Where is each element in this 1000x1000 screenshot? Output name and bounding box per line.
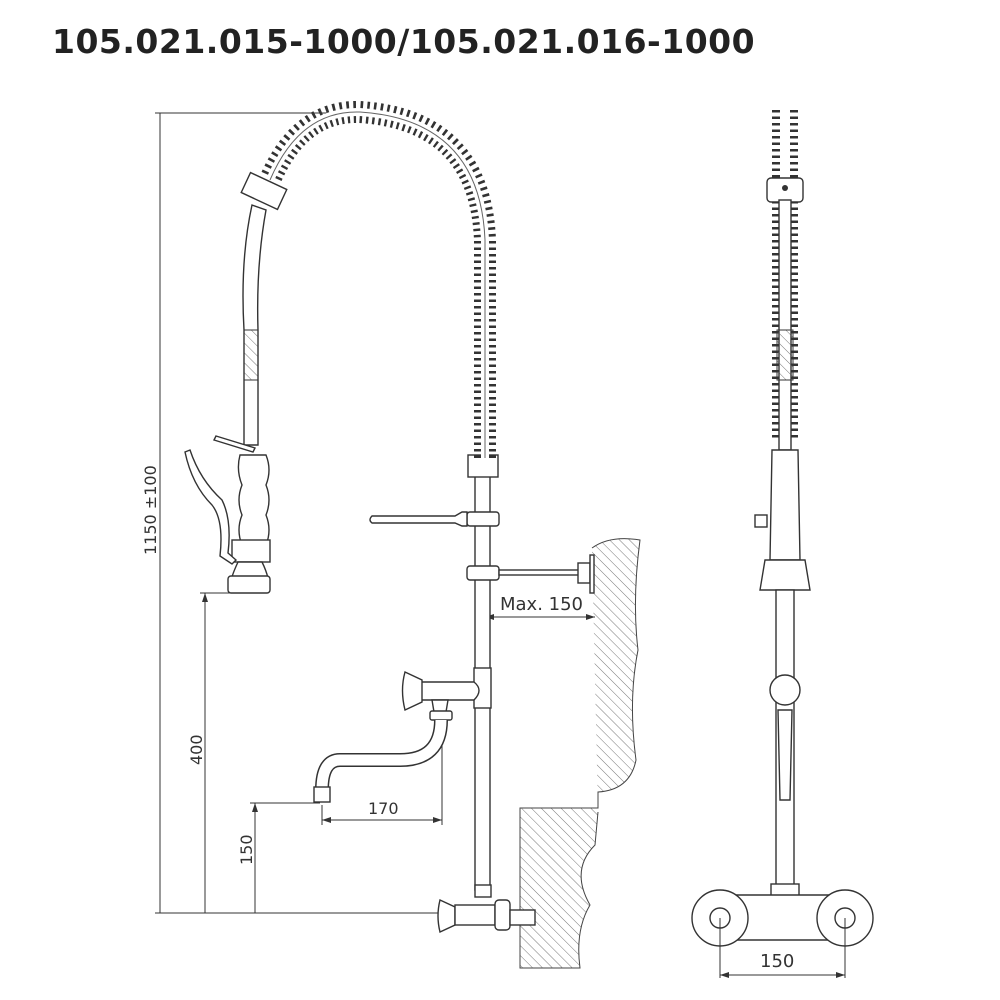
side-spout [777,709,793,801]
side-spray-grip [769,449,801,561]
spring-coil [259,100,496,458]
aerator [313,786,331,803]
label-inlet-spacing: 150 [760,951,794,972]
label-spout-height: 150 [237,834,256,865]
lock-clip [213,435,256,453]
spray-valve-body [231,539,271,563]
dimension-spout-reach: 170 [321,740,443,825]
spray-grip [237,454,270,546]
label-spout-reach: 170 [368,799,399,818]
dimension-spray-height: 400 [187,592,240,913]
tap-body [419,681,480,701]
dimension-wall-distance: Max. 150 [485,594,595,620]
dimension-total-height: 1150 ±100 [141,112,445,914]
spring-head [240,171,288,211]
wall-section [519,538,641,969]
spray-nozzle [227,575,271,594]
label-wall-distance: Max. 150 [500,594,583,615]
side-tap-handle [769,674,801,706]
swivel-arm [369,511,468,527]
dimension-spout-height: 150 [237,802,320,913]
wall-bracket [498,569,580,576]
inlet-handle [437,899,456,933]
inlet-valve [454,904,496,926]
label-spray-height: 400 [187,734,206,765]
label-total-height: 1150 ±100 [141,465,160,555]
tap-handle [401,671,423,711]
flex-hose [242,204,267,446]
drawing-title: 105.021.015-1000/105.021.016-1000 [52,22,756,61]
hose-clamp [467,454,499,478]
spray-lever [184,449,238,565]
